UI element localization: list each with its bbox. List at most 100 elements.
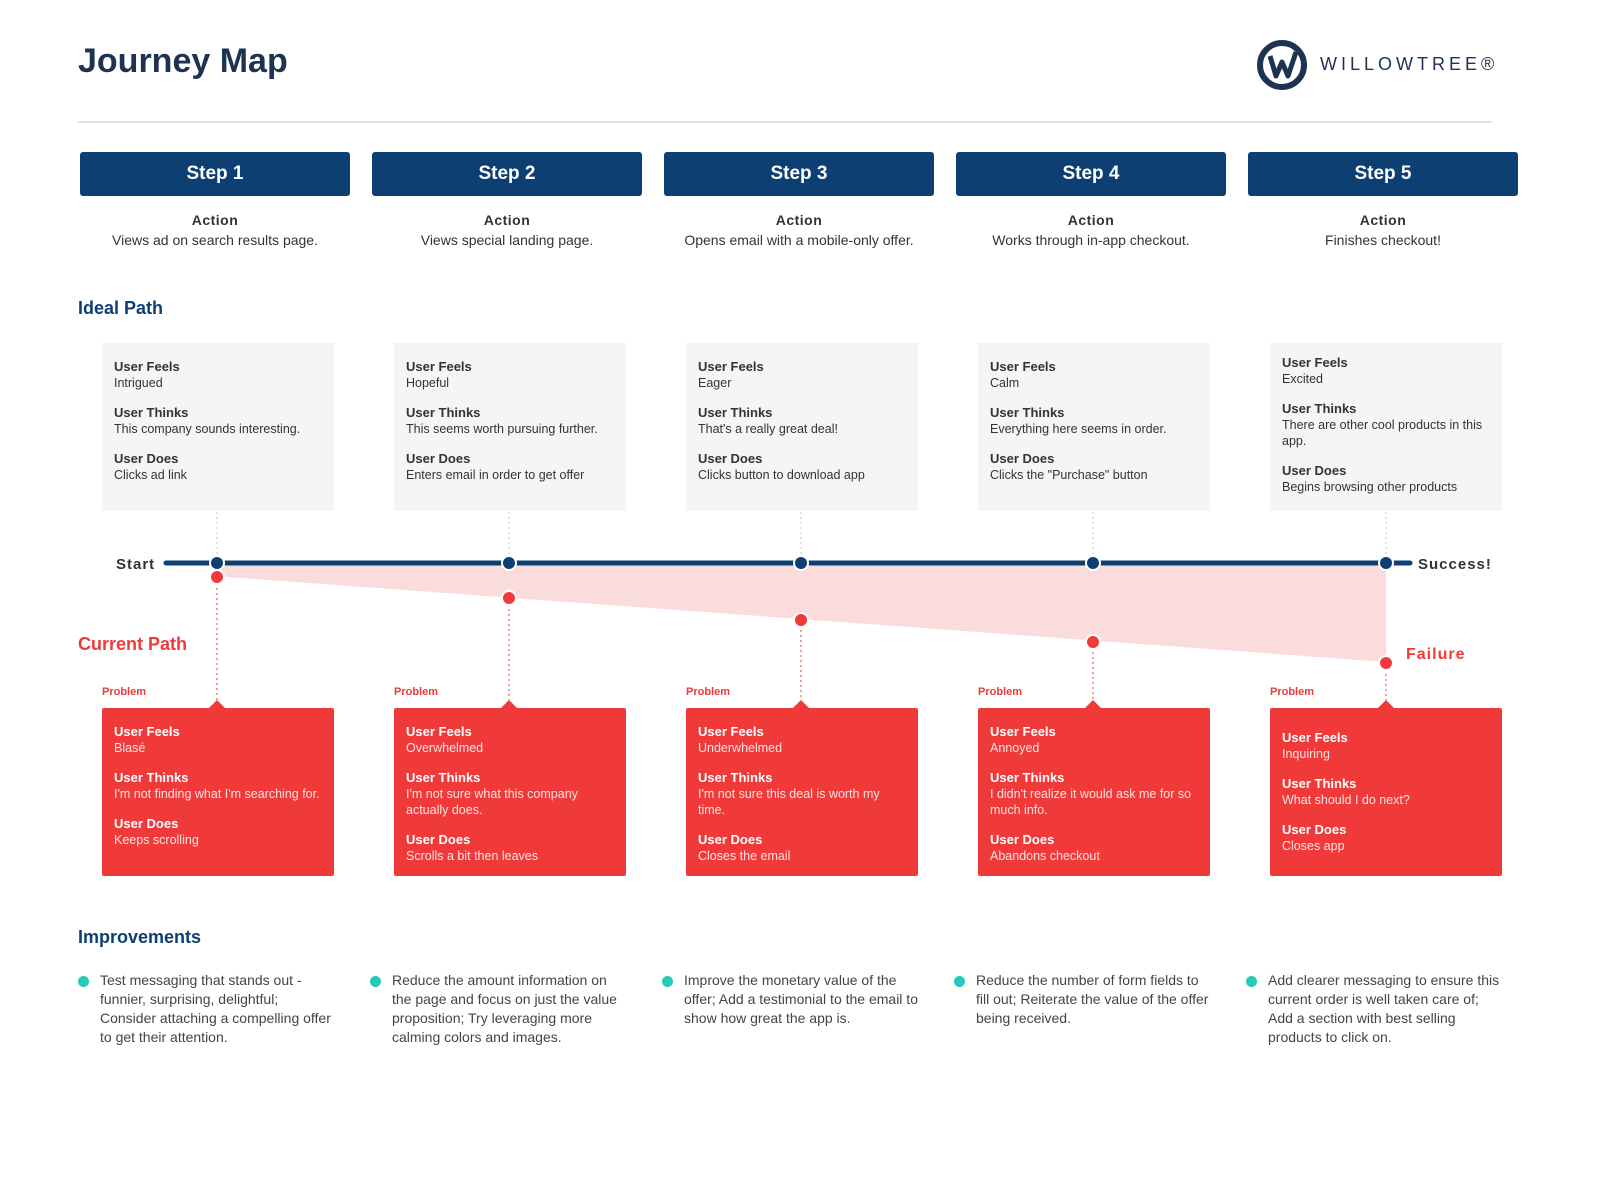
thinks-heading: User Thinks xyxy=(1282,401,1357,416)
current-node xyxy=(501,590,517,606)
thinks-value: This seems worth pursuing further. xyxy=(406,422,598,436)
feels-value: Underwhelmed xyxy=(698,741,783,755)
current-node xyxy=(1085,634,1101,650)
header-divider xyxy=(78,121,1492,123)
ideal-node xyxy=(793,555,809,571)
feels-value: Excited xyxy=(1282,372,1323,386)
does-value: Clicks the "Purchase" button xyxy=(990,468,1148,482)
ideal-card-4: User Feels Calm User Thinks Everything h… xyxy=(978,343,1210,511)
start-label: Start xyxy=(116,556,156,573)
ideal-card-2: User Feels Hopeful User Thinks This seem… xyxy=(394,343,626,511)
problem-label: Problem xyxy=(394,686,439,698)
feels-value: Overwhelmed xyxy=(406,741,484,755)
thinks-heading: User Thinks xyxy=(990,770,1065,785)
success-label: Success! xyxy=(1418,556,1492,573)
action-label: Action xyxy=(1067,212,1115,228)
bullet-dot-icon xyxy=(954,976,965,987)
thinks-heading: User Thinks xyxy=(1282,776,1357,791)
does-value: Abandons checkout xyxy=(990,849,1100,863)
feels-heading: User Feels xyxy=(698,359,764,374)
feels-heading: User Feels xyxy=(990,724,1056,739)
improvement-item-3: Improve the monetary value of the offer;… xyxy=(662,971,922,1028)
improvement-text: Improve the monetary value of the offer;… xyxy=(684,972,918,1026)
ideal-node xyxy=(1085,555,1101,571)
improvement-text: Reduce the amount information on the pag… xyxy=(392,972,617,1045)
problem-label: Problem xyxy=(102,686,147,698)
action-text: Views special landing page. xyxy=(420,232,594,248)
step-2-action: Action Views special landing page. xyxy=(372,212,642,248)
does-value: Closes app xyxy=(1282,839,1345,853)
thinks-value: I didn't realize it would ask me for so … xyxy=(990,787,1192,817)
improvements-heading: Improvements xyxy=(78,927,202,947)
step-5-action: Action Finishes checkout! xyxy=(1248,212,1518,248)
page-title: Journey Map xyxy=(78,42,288,80)
thinks-value: This company sounds interesting. xyxy=(114,422,301,436)
does-value: Scrolls a bit then leaves xyxy=(406,849,539,863)
action-text: Works through in-app checkout. xyxy=(992,232,1190,248)
step-5-header: Step 5 xyxy=(1248,152,1518,196)
ideal-card-5: User Feels Excited User Thinks There are… xyxy=(1270,343,1502,511)
step-3-header: Step 3 xyxy=(664,152,934,196)
does-value: Enters email in order to get offer xyxy=(406,468,585,482)
drop-off-area xyxy=(214,562,1386,662)
bullet-dot-icon xyxy=(662,976,673,987)
problem-card-4: User Feels Annoyed User Thinks I didn't … xyxy=(978,708,1210,876)
feels-heading: User Feels xyxy=(406,359,472,374)
thinks-value: Everything here seems in order. xyxy=(990,422,1167,436)
does-heading: User Does xyxy=(698,832,763,847)
brand-name: WILLOWTREE® xyxy=(1320,54,1499,74)
does-heading: User Does xyxy=(406,832,471,847)
action-label: Action xyxy=(775,212,823,228)
improvement-text: Test messaging that stands out - funnier… xyxy=(100,972,331,1045)
ideal-card-1: User Feels Intrigued User Thinks This co… xyxy=(102,343,334,511)
problem-label: Problem xyxy=(1270,686,1315,698)
step-4-header: Step 4 xyxy=(956,152,1226,196)
thinks-value: That's a really great deal! xyxy=(698,422,838,436)
step-1-action: Action Views ad on search results page. xyxy=(80,212,350,248)
bullet-dot-icon xyxy=(1246,976,1257,987)
feels-heading: User Feels xyxy=(114,724,180,739)
thinks-value: What should I do next? xyxy=(1282,793,1410,807)
does-value: Keeps scrolling xyxy=(114,833,199,847)
does-heading: User Does xyxy=(698,451,763,466)
thinks-value: There are other cool products in this ap… xyxy=(1282,418,1483,448)
thinks-heading: User Thinks xyxy=(698,405,773,420)
problem-card-1: User Feels Blasé User Thinks I'm not fin… xyxy=(102,708,334,876)
feels-heading: User Feels xyxy=(114,359,180,374)
improvement-item-2: Reduce the amount information on the pag… xyxy=(370,971,630,1047)
action-label: Action xyxy=(1359,212,1407,228)
problem-pointer xyxy=(1378,700,1394,708)
does-heading: User Does xyxy=(1282,822,1347,837)
problem-card-3: User Feels Underwhelmed User Thinks I'm … xyxy=(686,708,918,876)
step-3-action: Action Opens email with a mobile-only of… xyxy=(664,212,934,248)
action-label: Action xyxy=(191,212,239,228)
step-1-header: Step 1 xyxy=(80,152,350,196)
thinks-heading: User Thinks xyxy=(406,405,481,420)
feels-heading: User Feels xyxy=(698,724,764,739)
current-node xyxy=(209,569,225,585)
feels-heading: User Feels xyxy=(1282,730,1348,745)
does-heading: User Does xyxy=(114,816,179,831)
does-heading: User Does xyxy=(1282,463,1347,478)
feels-heading: User Feels xyxy=(406,724,472,739)
action-label: Action xyxy=(483,212,531,228)
thinks-heading: User Thinks xyxy=(114,405,189,420)
current-path-heading: Current Path xyxy=(78,634,188,654)
feels-value: Eager xyxy=(698,376,732,390)
current-node xyxy=(1378,655,1394,671)
does-heading: User Does xyxy=(990,451,1055,466)
does-value: Clicks ad link xyxy=(114,468,187,482)
current-node xyxy=(793,612,809,628)
thinks-value: I'm not sure this deal is worth my time. xyxy=(698,787,880,817)
ideal-path-heading: Ideal Path xyxy=(78,298,164,318)
thinks-heading: User Thinks xyxy=(698,770,773,785)
improvement-item-1: Test messaging that stands out - funnier… xyxy=(78,971,338,1047)
feels-heading: User Feels xyxy=(1282,355,1348,370)
feels-value: Hopeful xyxy=(406,376,450,390)
problem-label: Problem xyxy=(686,686,731,698)
bullet-dot-icon xyxy=(370,976,381,987)
feels-value: Calm xyxy=(990,376,1020,390)
does-value: Clicks button to download app xyxy=(698,468,865,482)
feels-heading: User Feels xyxy=(990,359,1056,374)
